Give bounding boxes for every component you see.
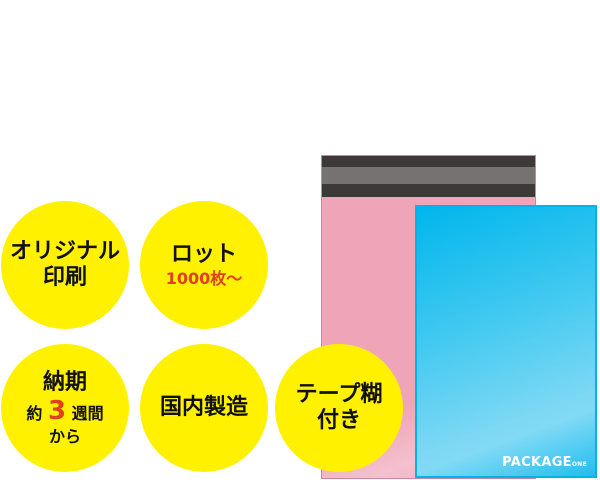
release-liner bbox=[322, 167, 535, 184]
package-one-logo: PACKAGEONE bbox=[502, 455, 587, 470]
badge-delivery: 納期 約 3 週間 から bbox=[1, 344, 129, 472]
logo-sub: ONE bbox=[571, 461, 587, 468]
badge-text: 国内製造 bbox=[159, 394, 248, 420]
badge-text: 印刷 bbox=[42, 265, 87, 290]
badge-subtext: 1000枚〜 bbox=[166, 269, 243, 288]
badge-domestic: 国内製造 bbox=[140, 344, 268, 472]
badge-tape-adhesive: テープ糊 付き bbox=[275, 344, 403, 472]
logo-text: PACKAGE bbox=[502, 455, 572, 470]
badge-text: オリジナル bbox=[9, 238, 120, 264]
badge-lot: ロット 1000枚〜 bbox=[140, 201, 268, 329]
adhesive-tape-strip bbox=[322, 156, 535, 197]
lot-number: 1000 bbox=[165, 268, 211, 288]
badge-text: 付き bbox=[316, 408, 361, 433]
badge-text: テープ糊 bbox=[295, 381, 383, 407]
lot-suffix: 枚〜 bbox=[210, 268, 243, 288]
badge-text: ロット bbox=[170, 242, 237, 268]
badge-original-print: オリジナル 印刷 bbox=[1, 201, 129, 329]
pre: 約 bbox=[26, 404, 43, 423]
badge-subtext: 約 3 週間 bbox=[26, 396, 103, 427]
badge-text: 納期 bbox=[42, 369, 87, 395]
post: 週間 bbox=[71, 404, 104, 423]
blue-mailer-bag: PACKAGEONE bbox=[415, 205, 597, 478]
badge-subtext: から bbox=[48, 427, 81, 447]
weeks-number: 3 bbox=[47, 396, 67, 426]
